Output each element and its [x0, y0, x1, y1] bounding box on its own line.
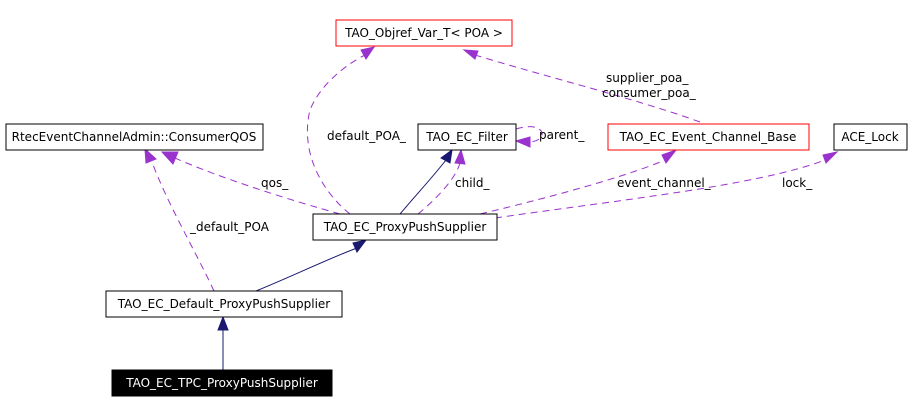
node-ace-lock-label: ACE_Lock: [841, 130, 898, 144]
edge-filter-self-parent: [515, 126, 543, 143]
label-lock: lock_: [782, 176, 813, 190]
node-tpc-proxy-push-supplier-label: TAO_EC_TPC_ProxyPushSupplier: [125, 376, 318, 390]
arrow-proxy-to-filter-child: [454, 148, 466, 165]
arrow-proxy-to-consumerqos: [160, 151, 179, 165]
node-objref-var-label: TAO_Objref_Var_T< POA >: [344, 26, 503, 40]
edge-default-to-consumerqos: [151, 161, 215, 292]
arrow-default-to-consumerqos: [144, 147, 157, 164]
arrow-proxy-to-objref: [360, 46, 376, 60]
edge-proxy-to-objref: [306, 54, 366, 215]
label-parent: parent_: [539, 128, 585, 142]
node-objref-var[interactable]: TAO_Objref_Var_T< POA >: [335, 19, 513, 47]
arrow-proxy-to-filter: [440, 148, 453, 164]
edge-ecbase-to-objref: [474, 54, 701, 123]
node-ace-lock[interactable]: ACE_Lock: [833, 123, 908, 151]
edge-proxy-to-filter-child: [417, 162, 461, 215]
node-default-proxy-push-supplier[interactable]: TAO_EC_Default_ProxyPushSupplier: [105, 290, 343, 318]
edge-default-to-proxy: [255, 247, 358, 292]
node-proxy-push-supplier[interactable]: TAO_EC_ProxyPushSupplier: [312, 213, 498, 241]
edge-proxy-to-ecbase: [479, 159, 666, 215]
label-qos: qos_: [261, 176, 289, 190]
node-tpc-proxy-push-supplier[interactable]: TAO_EC_TPC_ProxyPushSupplier: [111, 369, 333, 397]
label-supplier-poa: supplier_poa_: [606, 71, 689, 85]
node-event-channel-base-label: TAO_EC_Event_Channel_Base: [619, 130, 797, 144]
arrow-proxy-to-acelock: [822, 151, 839, 164]
node-ec-filter-label: TAO_EC_Filter: [425, 130, 508, 144]
node-consumer-qos-label: RtecEventChannelAdmin::ConsumerQOS: [12, 130, 257, 144]
node-event-channel-base[interactable]: TAO_EC_Event_Channel_Base: [607, 123, 810, 151]
edge-proxy-to-acelock: [494, 159, 826, 219]
arrow-ecbase-to-objref: [462, 49, 479, 60]
label-event-channel: event_channel_: [617, 176, 712, 190]
edge-proxy-to-filter: [399, 159, 447, 215]
edge-proxy-to-consumerqos: [174, 157, 341, 215]
arrow-filter-self-parent: [514, 136, 531, 148]
node-consumer-qos[interactable]: RtecEventChannelAdmin::ConsumerQOS: [5, 123, 264, 151]
label-default-poa-class: _default_POA: [189, 220, 270, 234]
label-consumer-poa: consumer_poa_: [602, 86, 697, 100]
node-default-proxy-push-supplier-label: TAO_EC_Default_ProxyPushSupplier: [117, 297, 331, 311]
node-proxy-push-supplier-label: TAO_EC_ProxyPushSupplier: [323, 220, 487, 234]
arrow-tpc-to-default: [217, 315, 229, 331]
label-default-poa-member: default_POA_: [327, 129, 407, 143]
label-child: child_: [455, 176, 490, 190]
arrow-proxy-to-ecbase: [661, 148, 678, 164]
arrow-default-to-proxy: [352, 239, 368, 253]
node-ec-filter[interactable]: TAO_EC_Filter: [417, 123, 517, 151]
